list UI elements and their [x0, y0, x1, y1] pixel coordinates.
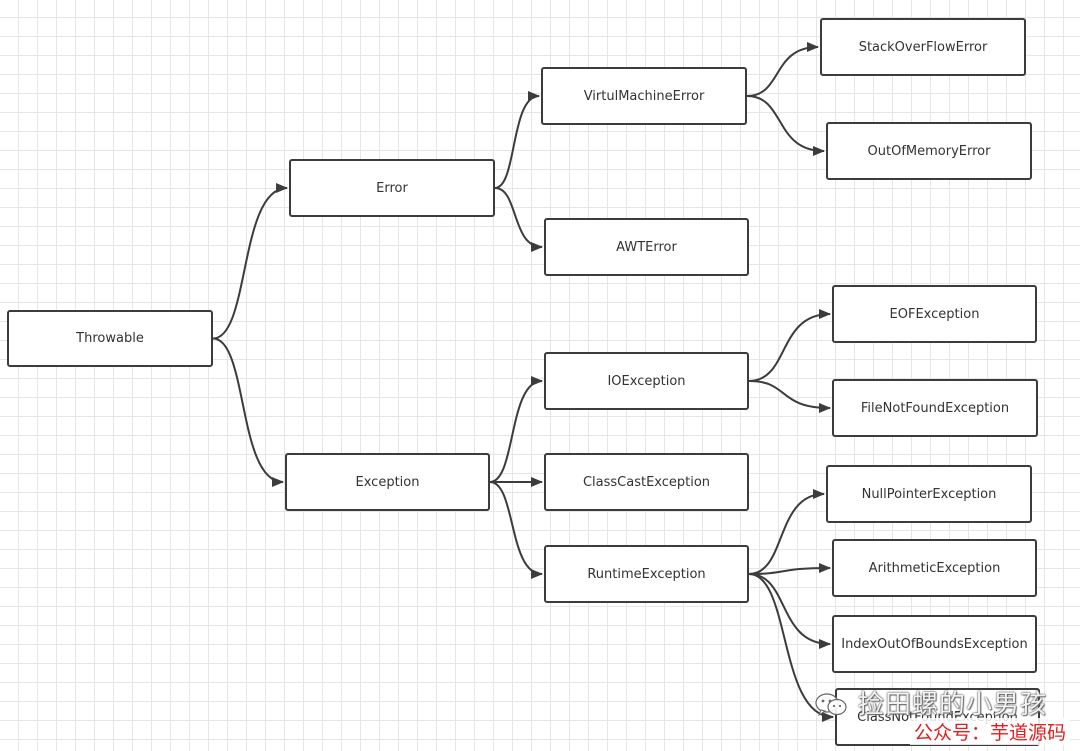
watermark: 捡田螺的小男孩 公众号：芋道源码 — [812, 684, 1072, 748]
edge-runtime-exception-to-arithmetic-exception — [748, 563, 831, 575]
edge-exception-to-io-exception — [489, 376, 543, 483]
node-throwable[interactable]: Throwable — [7, 310, 213, 367]
node-io-exception[interactable]: IOException — [544, 352, 749, 410]
edge-runtime-exception-to-class-not-found-exception — [748, 573, 834, 722]
watermark-subtitle: 公众号：芋道源码 — [910, 718, 1071, 745]
wechat-icon — [815, 693, 847, 717]
node-index-out-of-bounds-exception[interactable]: IndexOutOfBoundsException — [832, 615, 1037, 673]
edge-runtime-exception-to-index-out-of-bounds-exception — [748, 573, 831, 649]
edge-io-exception-to-file-not-found-exception — [748, 380, 831, 413]
node-eof-exception[interactable]: EOFException — [832, 285, 1037, 343]
edge-throwable-to-exception — [212, 337, 284, 487]
node-stack-overflow-error[interactable]: StackOverFlowError — [820, 18, 1026, 76]
node-virtual-machine-error[interactable]: VirtulMachineError — [541, 67, 747, 125]
edge-virtual-machine-error-to-stack-overflow-error — [746, 42, 819, 97]
watermark-account-name: 捡田螺的小男孩 — [858, 690, 1048, 720]
edge-io-exception-to-eof-exception — [748, 309, 831, 382]
node-arithmetic-exception[interactable]: ArithmeticException — [832, 539, 1037, 597]
edge-exception-to-runtime-exception — [489, 481, 543, 579]
node-exception[interactable]: Exception — [285, 453, 490, 511]
edge-runtime-exception-to-null-pointer-exception — [748, 489, 825, 575]
edge-throwable-to-error — [212, 183, 288, 340]
edge-virtual-machine-error-to-out-of-memory-error — [746, 95, 825, 156]
edge-error-to-awt-error — [494, 187, 543, 252]
node-error[interactable]: Error — [289, 159, 495, 217]
node-file-not-found-exception[interactable]: FileNotFoundException — [832, 379, 1038, 437]
edge-error-to-virtual-machine-error — [494, 91, 540, 189]
node-out-of-memory-error[interactable]: OutOfMemoryError — [826, 122, 1032, 180]
node-awt-error[interactable]: AWTError — [544, 218, 749, 276]
node-class-cast-exception[interactable]: ClassCastException — [544, 453, 749, 511]
node-runtime-exception[interactable]: RuntimeException — [544, 545, 749, 603]
node-null-pointer-exception[interactable]: NullPointerException — [826, 465, 1032, 523]
